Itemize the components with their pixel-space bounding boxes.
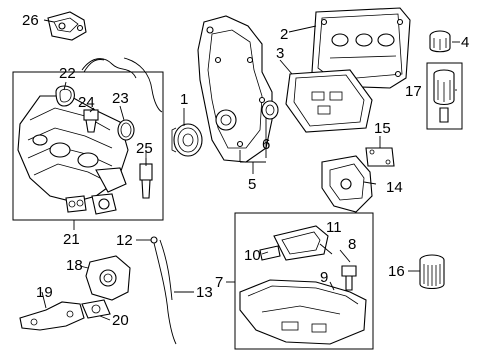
callout-8: 8 xyxy=(348,236,356,253)
intake-manifold-group-box xyxy=(12,71,164,221)
part-3-valve-cover-gasket xyxy=(285,69,373,133)
callout-3: 3 xyxy=(276,45,284,62)
callout-7: 7 xyxy=(215,274,223,291)
callout-25: 25 xyxy=(136,140,153,157)
callout-17: 17 xyxy=(405,83,422,100)
part-10-pickup xyxy=(259,245,281,261)
callout-26: 26 xyxy=(22,12,39,29)
callout-23: 23 xyxy=(112,90,129,107)
part-22-gasket xyxy=(55,85,75,107)
part-24-sensor xyxy=(83,109,99,133)
callout-21: 21 xyxy=(63,231,80,248)
callout-24: 24 xyxy=(78,94,95,111)
callout-22: 22 xyxy=(59,65,76,82)
part-12-dipstick xyxy=(150,236,177,345)
part-5-timing-cover xyxy=(197,15,273,163)
part-20-gasket xyxy=(81,299,111,319)
leader-lines xyxy=(41,19,460,321)
vacuum-hoses xyxy=(81,57,163,113)
part-7-oil-pan xyxy=(239,279,367,345)
callout-18: 18 xyxy=(66,257,83,274)
part-4-oil-filler-cap xyxy=(429,30,451,53)
callout-10: 10 xyxy=(244,247,261,264)
part-2-valve-cover xyxy=(311,7,411,89)
part-19-bracket xyxy=(19,301,85,331)
part-21-intake-manifold xyxy=(17,95,129,203)
callout-5: 5 xyxy=(248,176,256,193)
callout-11: 11 xyxy=(326,219,342,236)
part-15-gasket xyxy=(365,147,395,167)
part-8-drain-plug xyxy=(341,265,357,291)
callout-6: 6 xyxy=(262,136,270,153)
part-14-housing xyxy=(321,155,373,213)
callout-20: 20 xyxy=(112,312,129,329)
oil-pan-group-box xyxy=(234,212,374,350)
callout-14: 14 xyxy=(386,179,403,196)
part-6-seal xyxy=(261,100,279,120)
callout-19: 19 xyxy=(36,284,53,301)
part-26-bracket xyxy=(47,11,87,41)
part-1-crank-pulley xyxy=(171,123,203,157)
part-16-oil-filter xyxy=(419,254,445,290)
callout-9: 9 xyxy=(320,269,328,286)
callout-13: 13 xyxy=(196,284,213,301)
intake-small-gaskets xyxy=(65,193,117,215)
part-11-baffle xyxy=(273,225,329,261)
callout-2: 2 xyxy=(280,26,288,43)
part-13-dipstick-tube xyxy=(159,239,173,301)
callout-4: 4 xyxy=(461,34,469,51)
callout-1: 1 xyxy=(180,91,188,108)
part-17-filter-adapter xyxy=(433,69,455,123)
oil-filter-adapter-group-box xyxy=(426,62,463,130)
callout-12: 12 xyxy=(116,232,133,249)
callout-15: 15 xyxy=(374,120,391,137)
callout-16: 16 xyxy=(388,263,405,280)
part-25-sensor xyxy=(139,150,153,199)
part-23-o-ring xyxy=(117,119,135,141)
part-18-water-pump xyxy=(85,255,131,301)
